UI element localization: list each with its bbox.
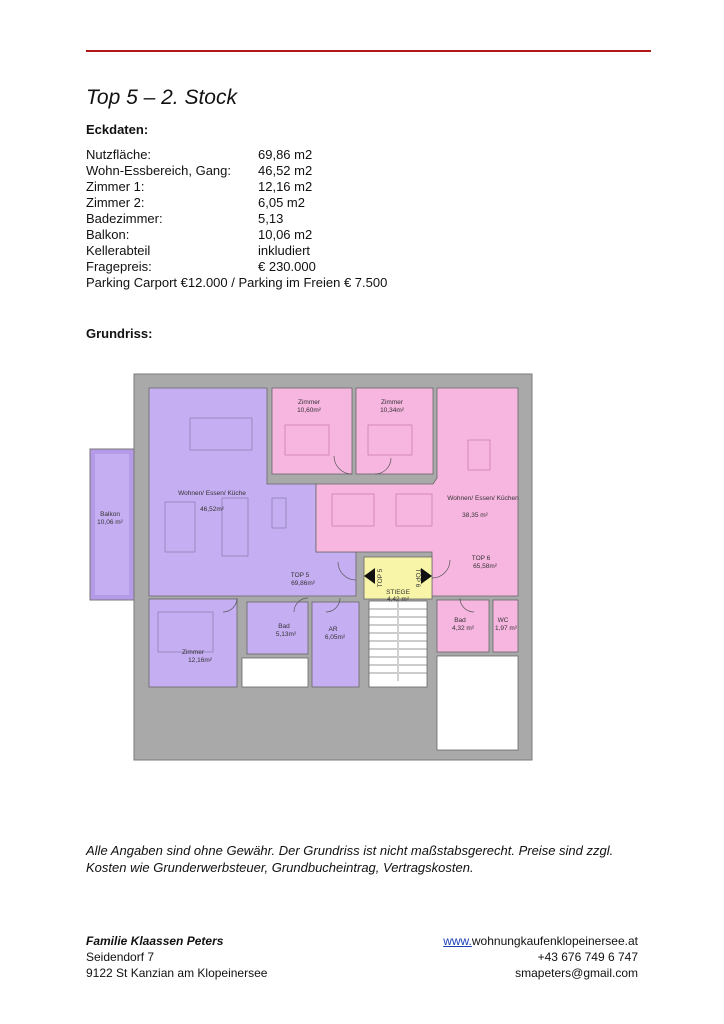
footer-phone: +43 676 749 6 747 [537,950,638,964]
wohnen-top6-area: 38,35 m² [462,512,488,519]
door-arcs [222,455,475,613]
footer-street: Seidendorf 7 [86,950,155,964]
footer-website-prefix[interactable]: www. [443,934,472,948]
top5-abstellraum [311,601,360,688]
footer-city: 9122 St Kanzian am Klopeinersee [86,966,268,980]
fact-row: Badezimmer:5,13 [86,211,284,226]
top6-living-room [315,387,519,597]
bad-top5-area: 5,13m² [276,631,297,638]
footer-website-domain[interactable]: wohnungkaufenklopeinersee.at [471,934,638,948]
footer-contact: www.wohnungkaufenklopeinersee.at +43 676… [443,933,638,981]
top5-total-area: 69,86m² [291,580,316,587]
ar-label: AR [328,626,337,633]
disclaimer: Alle Angaben sind ohne Gewähr. Der Grund… [86,843,614,875]
light-shaft [241,657,309,688]
page-title: Top 5 – 2. Stock [86,86,237,109]
header-rule [86,50,651,52]
furniture-outlines-top6 [284,424,491,527]
top6-door-label: TOP 6 [414,569,421,588]
bad-top6-area: 4,32 m² [452,625,475,632]
stiege-label: STIEGE [386,589,411,596]
zimmer-b-label: Zimmer [381,399,404,406]
wc-area: 1,97 m² [495,625,518,632]
zimmer-a-area: 10,60m² [297,407,322,414]
top6-terrace-void [436,655,519,751]
parking-line: Parking Carport €12.000 / Parking im Fre… [86,275,388,290]
footer-email[interactable]: smapeters@gmail.com [515,966,638,980]
fact-row: Nutzfläche:69,86 m2 [86,147,313,162]
top6-bad [436,599,490,653]
footer-website[interactable]: www.wohnungkaufenklopeinersee.at [443,933,638,949]
fact-row: Zimmer 2:6,05 m2 [86,195,305,210]
balcony-floor [95,454,129,595]
ar-area: 6,05m² [325,634,346,641]
top6-total-area: 65,58m² [473,563,498,570]
stairwell-landing [363,556,433,600]
top6-total-label: TOP 6 [472,555,491,562]
bad-top6-label: Bad [454,617,466,624]
balkon-label: Balkon [100,511,120,518]
wohnen-top5-area: 46,52m² [200,506,225,513]
zimmer-b-area: 10,34m² [380,407,405,414]
top5-door-label: TOP 5 [377,568,384,587]
fact-row: Zimmer 1:12,16 m2 [86,179,313,194]
top5-total-label: TOP 5 [291,572,310,579]
arrow-left-icon [364,568,375,584]
zimmer-c-label: Zimmer [182,649,205,656]
wohnen-top6-label: Wohnen/ Essen/ Küchen [447,495,519,502]
zimmer-a-label: Zimmer [298,399,321,406]
facts-table: Nutzfläche:69,86 m2 Wohn-Essbereich, Gan… [86,147,387,291]
fact-row: Fragepreis:€ 230.000 [86,259,316,274]
eckdaten-heading: Eckdaten: [86,122,149,137]
stair-treads [369,601,427,681]
bad-top5-label: Bad [278,623,290,630]
top6-wc [492,599,519,653]
arrow-right-icon [421,568,432,584]
footer-address: Familie Klaassen Peters Seidendorf 7 912… [86,933,267,981]
zimmer-c-area: 12,16m² [188,657,213,664]
fact-row: Balkon:10,06 m2 [86,227,313,242]
top5-zimmer [148,598,238,688]
stiege-area: 4,42 m² [387,596,410,603]
footer-name: Familie Klaassen Peters [86,934,224,948]
wohnen-top5-label: Wohnen/ Essen/ Küche [178,490,246,497]
wc-label: WC [498,617,509,624]
top5-bad [246,601,309,655]
balkon-area: 10,06 m² [97,519,123,526]
grundriss-heading: Grundriss: [86,326,153,341]
top6-zimmer-b [355,387,434,475]
furniture-outlines [157,417,287,653]
fact-row: Wohn-Essbereich, Gang:46,52 m2 [86,163,313,178]
